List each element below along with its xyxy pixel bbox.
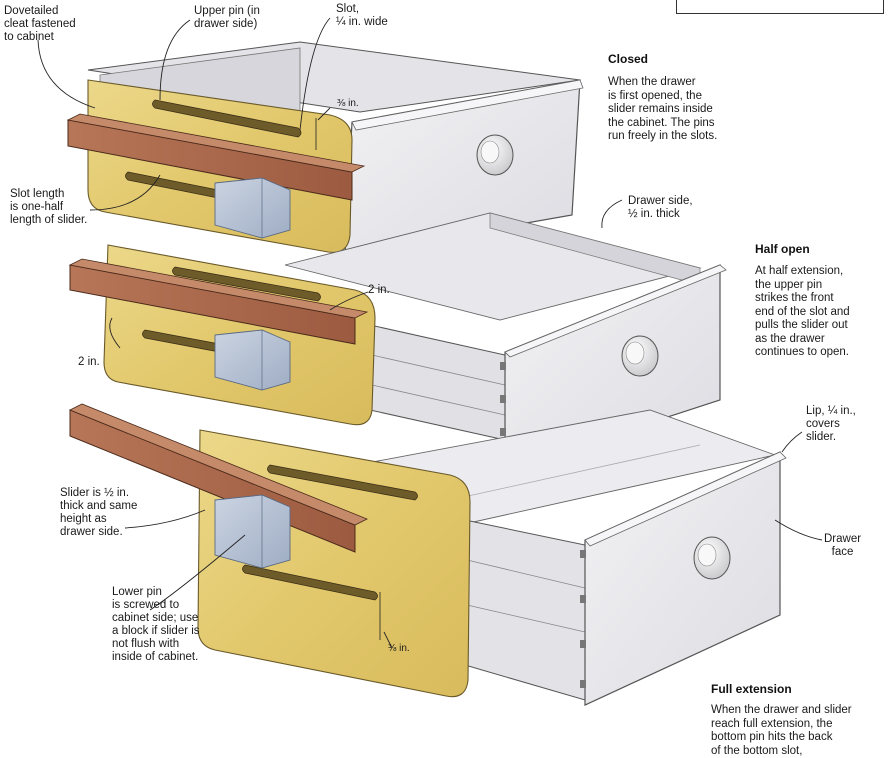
label-two-in-upper: 2 in. — [368, 284, 390, 296]
label-lower-pin: Lower pin is screwed to cabinet side; us… — [112, 586, 200, 663]
slot-upper-top — [152, 99, 302, 138]
label-upper-pin: Upper pin (in drawer side) — [194, 5, 260, 30]
label-lip: Lip, ¼ in., covers slider. — [806, 405, 856, 443]
label-dovetailed-cleat: Dovetailed cleat fastened to cabinet — [4, 5, 76, 43]
label-slot-length: Slot length is one-half length of slider… — [10, 188, 88, 226]
heading-full-extension: Full extension — [711, 682, 792, 696]
label-upper-gap: ⅜ in. — [337, 98, 359, 109]
drawer-half-open — [68, 212, 727, 471]
text-half-open: At half extension, the upper pin strikes… — [755, 265, 850, 358]
leader-lines — [37, 17, 823, 649]
text-full-extension: When the drawer and slider reach full ex… — [711, 704, 852, 757]
label-drawer-side: Drawer side, ½ in. thick — [628, 195, 693, 220]
text-closed: When the drawer is first opened, the sli… — [608, 76, 718, 142]
label-lower-gap: ⅜ in. — [388, 643, 410, 654]
heading-half-open: Half open — [755, 242, 810, 256]
heading-closed: Closed — [608, 52, 649, 66]
label-slot: Slot, ¼ in. wide — [336, 3, 388, 28]
drawer-full-extension — [69, 403, 787, 706]
label-drawer-face: Drawer face — [824, 533, 862, 558]
drawer-closed — [66, 41, 584, 256]
corner-frame — [676, 0, 884, 14]
block-bottom — [214, 494, 291, 569]
label-two-in-lower: 2 in. — [78, 356, 100, 368]
label-slider-desc: Slider is ½ in. thick and same height as… — [60, 487, 138, 538]
